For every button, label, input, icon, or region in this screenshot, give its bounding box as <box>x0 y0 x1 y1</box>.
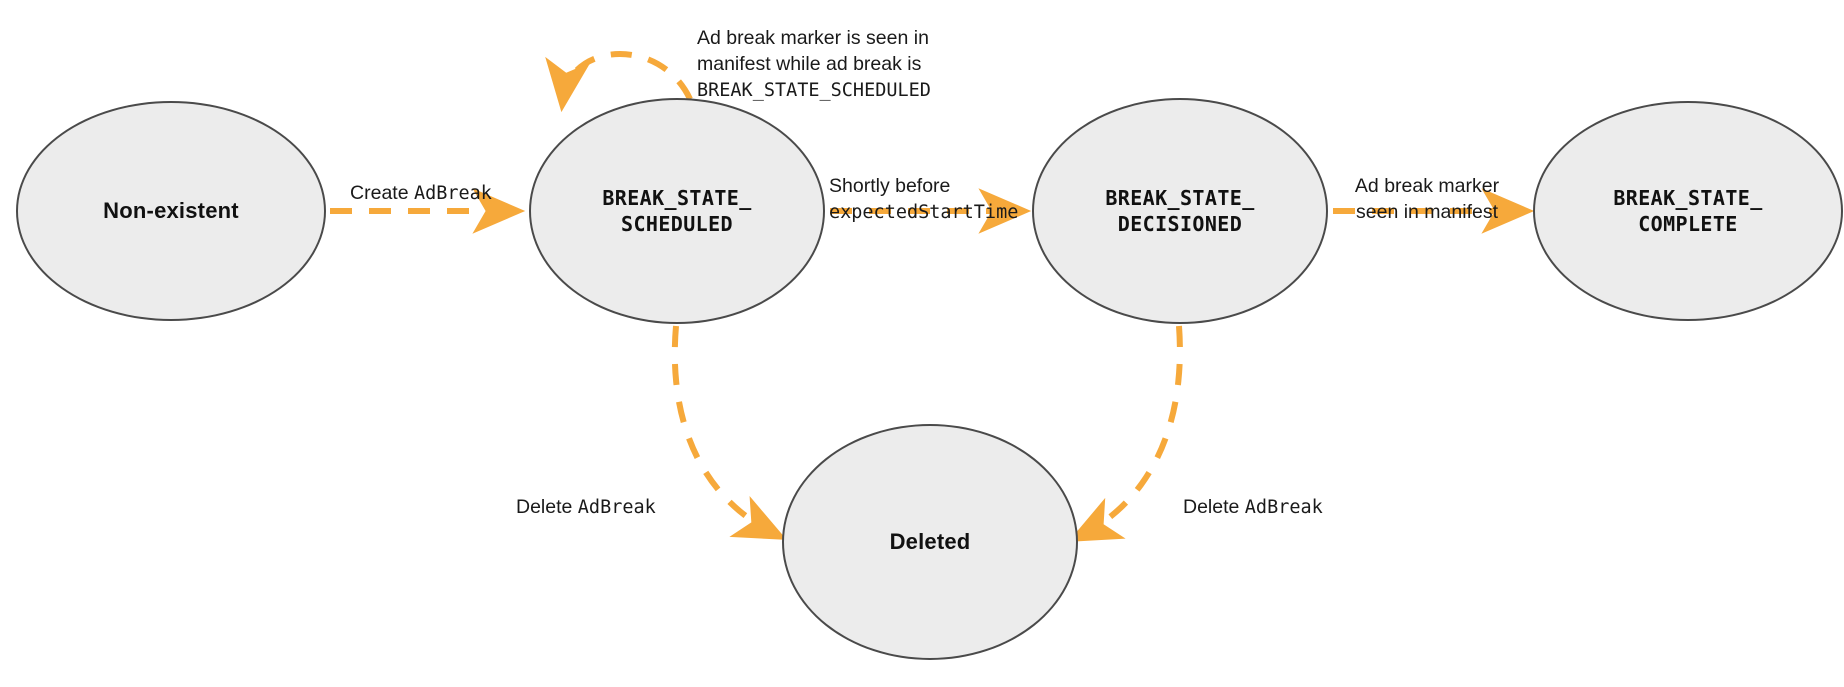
state-node-deleted-label: Deleted <box>890 527 971 556</box>
label-line: BREAK_STATE_ <box>1613 185 1763 210</box>
label-line: DECISIONED <box>1117 212 1243 236</box>
label-line: Non-existent <box>103 198 239 224</box>
state-node-break-state-decisioned[interactable]: BREAK_STATE_ DECISIONED <box>1032 98 1328 324</box>
state-node-break-state-scheduled[interactable]: BREAK_STATE_ SCHEDULED <box>529 98 825 324</box>
state-node-break-state-complete-label: BREAK_STATE_ COMPLETE <box>1613 185 1762 238</box>
label-line: COMPLETE <box>1638 212 1738 236</box>
state-node-deleted[interactable]: Deleted <box>782 424 1078 660</box>
edge-scheduled-to-deleted <box>671 325 787 540</box>
label-line: Deleted <box>889 529 971 555</box>
state-node-break-state-complete[interactable]: BREAK_STATE_ COMPLETE <box>1533 101 1843 321</box>
state-node-break-state-decisioned-label: BREAK_STATE_ DECISIONED <box>1105 185 1254 238</box>
state-node-non-existent[interactable]: Non-existent <box>16 101 326 321</box>
label-line: BREAK_STATE_ <box>602 185 752 210</box>
state-node-non-existent-label: Non-existent <box>103 196 239 225</box>
edge-scheduled-self-loop <box>545 51 693 113</box>
label-line: BREAK_STATE_ <box>1105 185 1255 210</box>
label-line: SCHEDULED <box>621 212 733 236</box>
edge-decisioned-to-deleted <box>1068 325 1183 542</box>
state-node-break-state-scheduled-label: BREAK_STATE_ SCHEDULED <box>602 185 751 238</box>
